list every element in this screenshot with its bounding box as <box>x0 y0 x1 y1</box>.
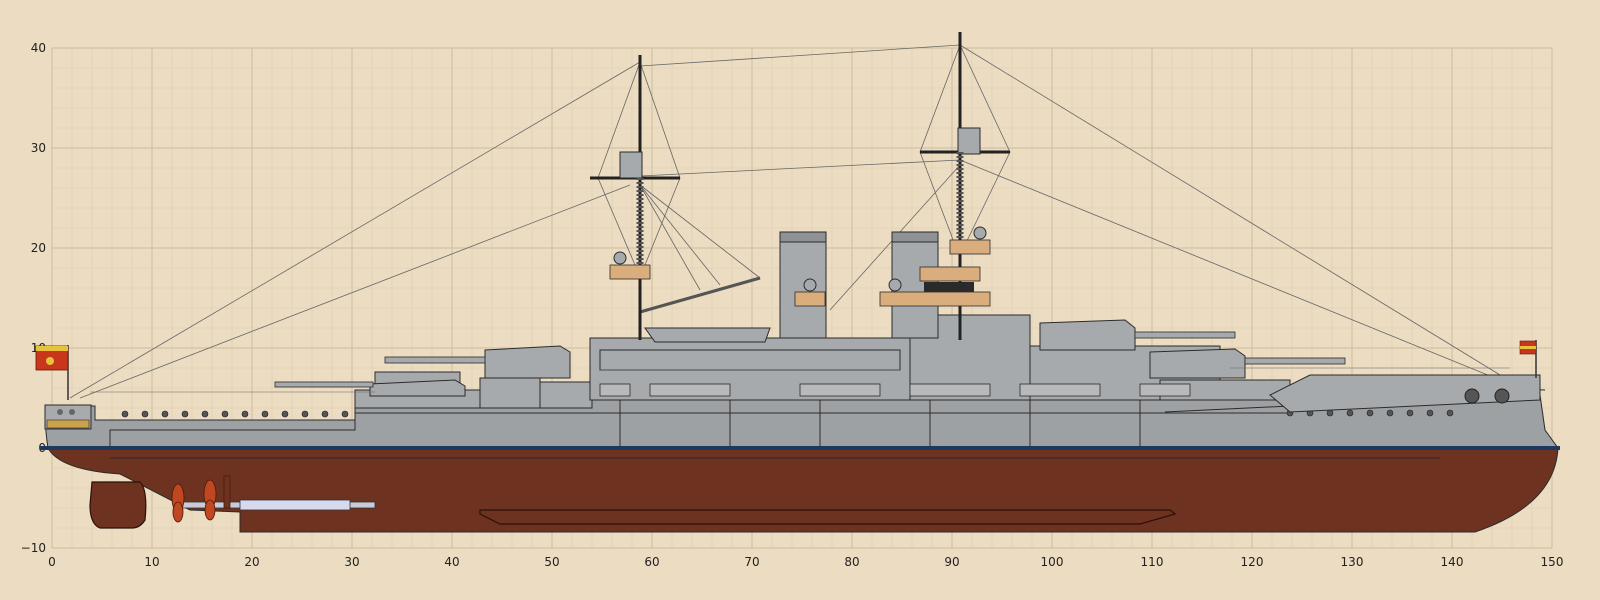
x-tick-label: 110 <box>1141 555 1164 569</box>
x-tick-label: 60 <box>644 555 659 569</box>
funnel-fore <box>779 231 827 339</box>
rigging <box>69 44 1506 399</box>
x-tick-label: 30 <box>344 555 359 569</box>
porthole <box>181 410 189 418</box>
propeller-icon <box>171 475 231 523</box>
x-tick-label: 80 <box>844 555 859 569</box>
x-tick-label: 100 <box>1041 555 1064 569</box>
porthole <box>1346 409 1354 417</box>
x-tick-label: 20 <box>244 555 259 569</box>
anchor-icon <box>1464 388 1510 404</box>
porthole <box>301 410 309 418</box>
x-tick-label: 150 <box>1541 555 1564 569</box>
x-tick-label: 130 <box>1341 555 1364 569</box>
y-tick-label: 30 <box>31 141 46 155</box>
searchlights <box>803 278 902 292</box>
porthole <box>1426 409 1434 417</box>
stern-gallery <box>44 404 92 430</box>
porthole <box>121 410 129 418</box>
forward-turret-lower <box>1149 348 1346 379</box>
porthole <box>201 410 209 418</box>
flag-icon <box>35 345 69 400</box>
porthole <box>1366 409 1374 417</box>
x-tick-label: 50 <box>544 555 559 569</box>
y-tick-label: 40 <box>31 41 46 55</box>
x-tick-label: 10 <box>144 555 159 569</box>
x-tick-label: 40 <box>444 555 459 569</box>
forward-turret-upper <box>1039 319 1236 351</box>
bilge-keel <box>479 509 1177 525</box>
x-tick-label: 70 <box>744 555 759 569</box>
waterline <box>40 446 1560 450</box>
porthole <box>281 410 289 418</box>
casemate-guns <box>599 383 1191 397</box>
axis-ticks: 0 10 20 30 40 50 60 70 80 90 100 110 120 130 140 150 40 3… <box>21 41 1564 569</box>
searchlight-platforms <box>794 266 991 307</box>
porthole <box>1326 409 1334 417</box>
porthole <box>321 410 329 418</box>
porthole <box>261 410 269 418</box>
porthole <box>241 410 249 418</box>
porthole <box>1386 409 1394 417</box>
ship-boat <box>639 276 771 343</box>
porthole <box>1406 409 1414 417</box>
porthole <box>221 410 229 418</box>
y-tick-label: 20 <box>31 241 46 255</box>
y-tick-label: −10 <box>21 541 46 555</box>
aft-turret <box>274 345 571 397</box>
x-tick-label: 0 <box>48 555 56 569</box>
platform-detail <box>924 282 974 292</box>
porthole <box>141 410 149 418</box>
lower-hull <box>45 447 1559 533</box>
porthole <box>1446 409 1454 417</box>
porthole <box>341 410 349 418</box>
mast-fore <box>590 55 680 340</box>
bow-jack-flag-icon <box>1519 340 1537 378</box>
deck-rail <box>90 367 1510 393</box>
rudder <box>89 481 147 529</box>
x-tick-label: 90 <box>944 555 959 569</box>
x-tick-label: 120 <box>1241 555 1264 569</box>
x-tick-label: 140 <box>1441 555 1464 569</box>
porthole <box>161 410 169 418</box>
